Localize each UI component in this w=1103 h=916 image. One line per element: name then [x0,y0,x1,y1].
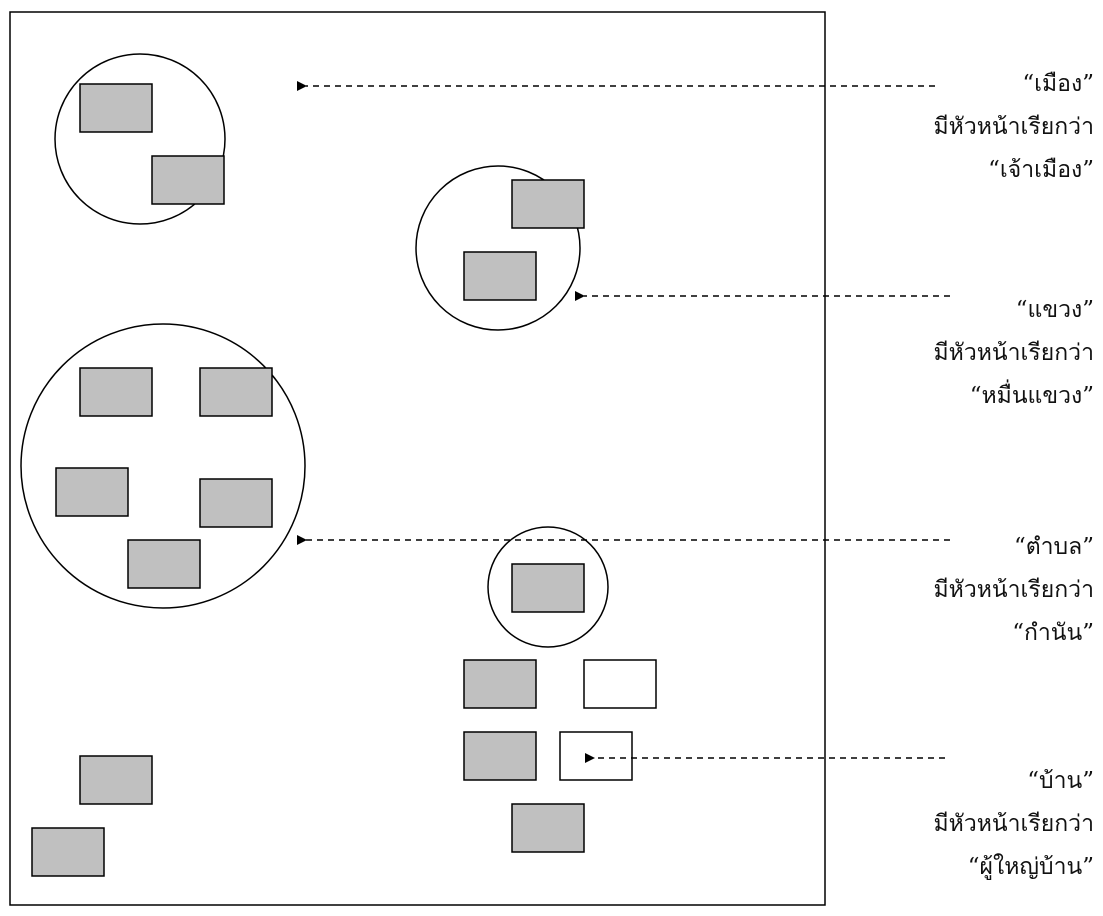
muang-head-title: “เจ้าเมือง” [988,157,1094,183]
tambon-name: “ตำบล” [1013,534,1094,560]
khwaeng-head-prefix: มีหัวหน้าเรียกว่า [933,340,1094,366]
house-box [79,83,153,133]
house-box [511,803,585,853]
muang-label: “เมือง” มีหัวหน้าเรียกว่า “เจ้าเมือง” [834,63,1094,192]
small-circle [487,526,609,648]
khwaeng-head-title: “หมื่นแขวง” [969,383,1094,409]
baan-name: “บ้าน” [1027,768,1094,794]
baan-label: “บ้าน” มีหัวหน้าเรียกว่า “ผู้ใหญ่บ้าน” [834,760,1094,889]
tambon-label: “ตำบล” มีหัวหน้าเรียกว่า “กำนัน” [834,526,1094,655]
house-box [199,367,273,417]
house-box [463,731,537,781]
tambon-head-prefix: มีหัวหน้าเรียกว่า [933,577,1094,603]
house-box [511,179,585,229]
region-frame [9,11,826,906]
house-box [511,563,585,613]
house-box [79,755,153,805]
khwaeng-name: “แขวง” [1015,297,1094,323]
house-box [463,659,537,709]
tambon-circle [20,323,306,609]
khwaeng-circle [415,165,581,331]
muang-head-prefix: มีหัวหน้าเรียกว่า [933,114,1094,140]
khwaeng-label: “แขวง” มีหัวหน้าเรียกว่า “หมื่นแขวง” [834,289,1094,418]
muang-circle [54,53,226,225]
baan-head-title: “ผู้ใหญ่บ้าน” [967,854,1094,880]
house-box [31,827,105,877]
house-box-white [559,731,633,781]
house-box-white [583,659,657,709]
house-box [55,467,129,517]
house-box [199,478,273,528]
house-box [463,251,537,301]
house-box [127,539,201,589]
muang-name: “เมือง” [1022,71,1094,97]
house-box [79,367,153,417]
house-box [151,155,225,205]
tambon-head-title: “กำนัน” [1012,620,1094,646]
baan-head-prefix: มีหัวหน้าเรียกว่า [933,811,1094,837]
